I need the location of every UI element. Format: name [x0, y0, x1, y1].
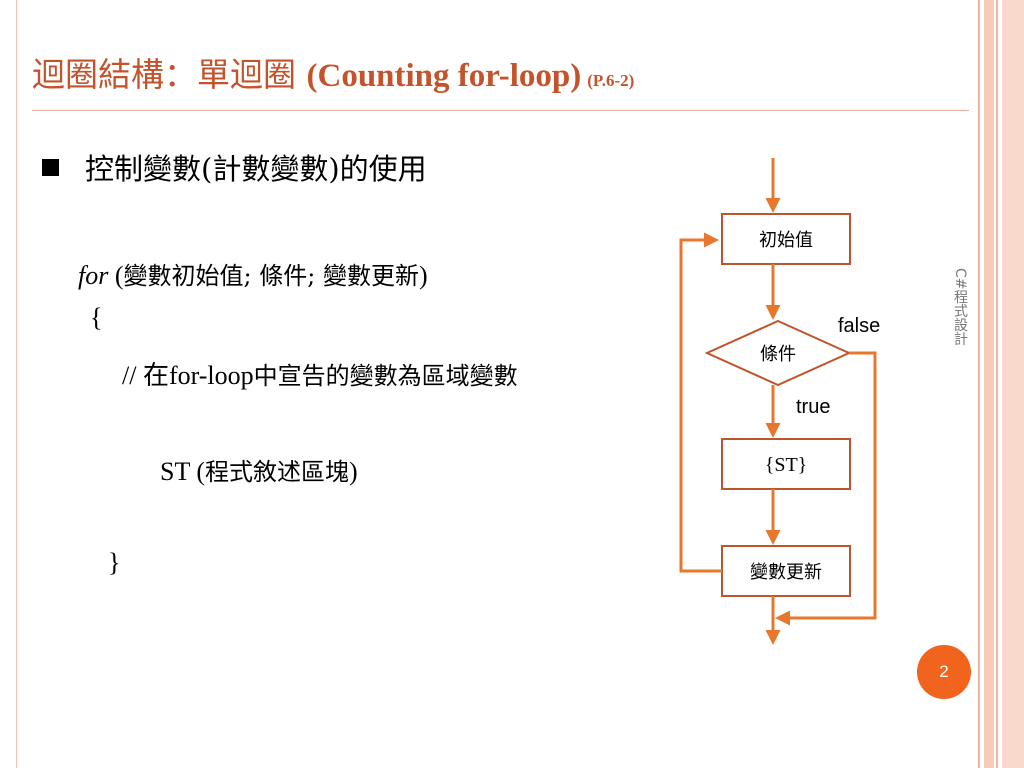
for-args: 變數初始值; 條件; 變數更新: [123, 262, 419, 290]
body-box: [721, 438, 851, 490]
course-side-label: C#程式設計: [952, 268, 968, 346]
st-prefix: ST (: [160, 457, 206, 486]
comment-suffix: 中宣告的變數為區域變數: [253, 362, 518, 390]
code-st-line: ST (程式敘述區塊): [160, 452, 358, 487]
condition-label: 條件: [760, 344, 796, 365]
square-bullet-icon: [42, 158, 59, 176]
decor-stripe: [996, 0, 998, 768]
decor-stripe: [1002, 0, 1024, 768]
left-margin-line: [16, 0, 17, 768]
code-comment-line: // 在for-loop中宣告的變數為區域變數: [122, 355, 518, 392]
title-page-ref: (P.6-2): [587, 71, 635, 90]
condition-diamond: [704, 319, 852, 387]
false-label: false: [838, 315, 880, 337]
for-close: ): [418, 261, 428, 290]
code-for-line: for (變數初始值; 條件; 變數更新): [78, 256, 428, 291]
bullet-text: 控制變數(計數變數)的使用: [85, 152, 427, 186]
true-label: true: [796, 396, 830, 418]
st-desc: 程式敘述區塊: [205, 458, 350, 486]
body-label: {ST}: [765, 454, 808, 476]
for-keyword: for: [78, 261, 109, 290]
comment-latin: for-loop: [168, 361, 254, 390]
init-box: [721, 213, 851, 265]
bullet-item: 控制變數(計數變數)的使用: [42, 146, 427, 188]
slide-title: 迴圈結構：單迴圈 (Counting for-loop) (P.6-2): [32, 48, 634, 96]
init-label: 初始值: [759, 230, 813, 251]
update-label: 變數更新: [750, 562, 822, 583]
code-brace-close: }: [108, 548, 121, 577]
comment-prefix: // 在: [122, 361, 169, 390]
page-number-badge: 2: [917, 645, 971, 699]
st-close: ): [349, 457, 358, 486]
code-brace-open: {: [90, 303, 103, 332]
for-open: (: [108, 261, 124, 290]
title-cjk: 迴圈結構：單迴圈: [32, 55, 307, 94]
arrow-condition-false: [775, 351, 877, 626]
title-divider: [32, 110, 969, 111]
title-latin: (Counting for-loop): [306, 58, 582, 94]
decor-stripe: [984, 0, 994, 768]
update-box: [721, 545, 851, 597]
arrow-loop-back: [679, 232, 722, 573]
decor-stripe: [978, 0, 980, 768]
